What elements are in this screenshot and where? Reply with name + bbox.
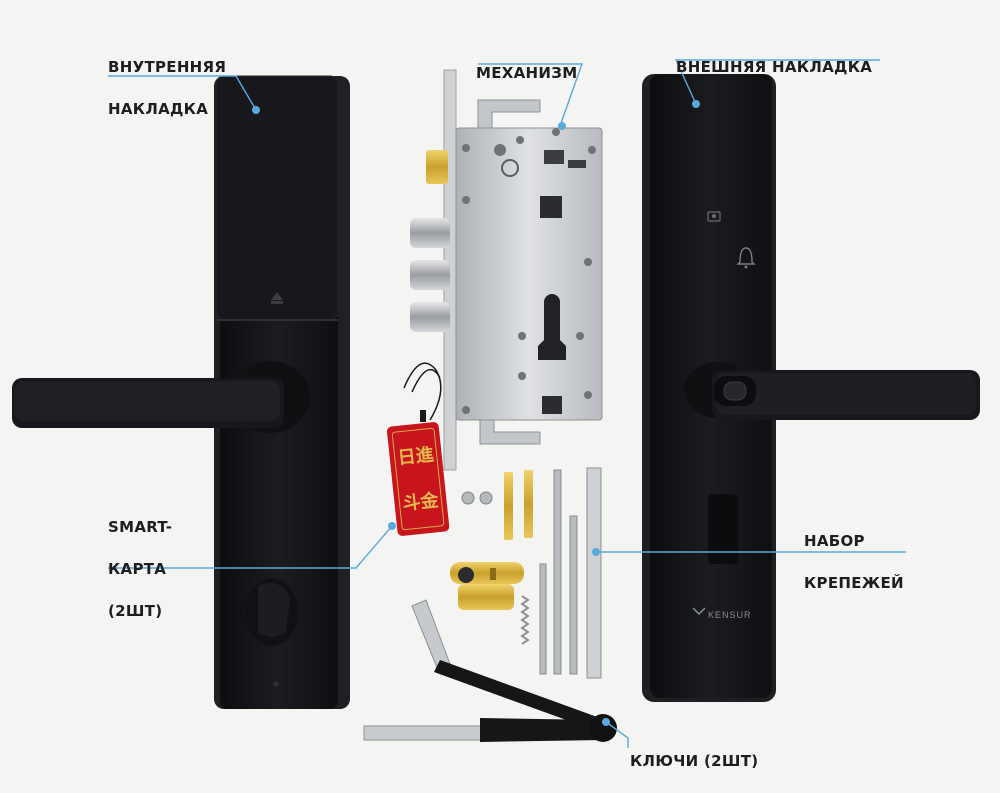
label-outer-plate: ВНЕШНЯЯ НАКЛАДКА — [676, 58, 873, 76]
leader-mechanism — [478, 63, 583, 127]
outer-plate: KENSUR — [642, 74, 980, 702]
lock-cylinder — [450, 562, 524, 610]
inner-plate-battery-cover — [215, 75, 339, 321]
label-inner-plate: ВНУТРЕННЯЯ НАКЛАДКА — [108, 58, 227, 118]
card-reader-icon — [707, 211, 721, 222]
inner-handle — [12, 361, 310, 433]
dead-bolt-3 — [410, 302, 450, 332]
doorbell-icon — [736, 247, 756, 269]
smart-card-text-2: 斗金 — [401, 489, 440, 515]
svg-text:KENSUR: KENSUR — [708, 610, 752, 620]
product-photo: 日進 斗金 — [12, 59, 980, 748]
label-smart-card: SMART- КАРТА (2ШТ) — [108, 518, 173, 620]
leader-inner-plate — [108, 75, 257, 111]
latch-bolt — [426, 150, 448, 184]
dead-bolt-1 — [410, 218, 450, 248]
outer-handle — [684, 362, 980, 420]
leader-smart-card — [108, 525, 393, 569]
leader-outer-plate — [674, 59, 880, 105]
label-fasteners: НАБОР КРЕПЕЖЕЙ — [804, 532, 904, 592]
smart-card-body — [386, 422, 450, 536]
fastener-kit — [461, 467, 602, 679]
mechanism-body — [455, 127, 603, 421]
label-keys: КЛЮЧИ (2ШТ) — [630, 752, 759, 770]
leader-keys — [605, 721, 629, 748]
lock-mechanism — [410, 69, 603, 471]
fingerprint-icon — [714, 376, 756, 406]
label-mechanism: МЕХАНИЗМ — [476, 64, 578, 82]
arrow-up-icon — [271, 292, 283, 304]
leader-lines — [108, 59, 906, 748]
cylinder-cutout — [538, 294, 566, 360]
brand-logo: KENSUR — [692, 607, 752, 620]
key-fob — [589, 714, 617, 742]
dead-bolt-2 — [410, 260, 450, 290]
thumb-turn-knob — [246, 578, 298, 646]
smart-card: 日進 斗金 — [386, 362, 450, 536]
keys — [363, 599, 617, 742]
inner-plate — [12, 75, 350, 709]
smart-card-text: 日進 — [397, 443, 435, 469]
